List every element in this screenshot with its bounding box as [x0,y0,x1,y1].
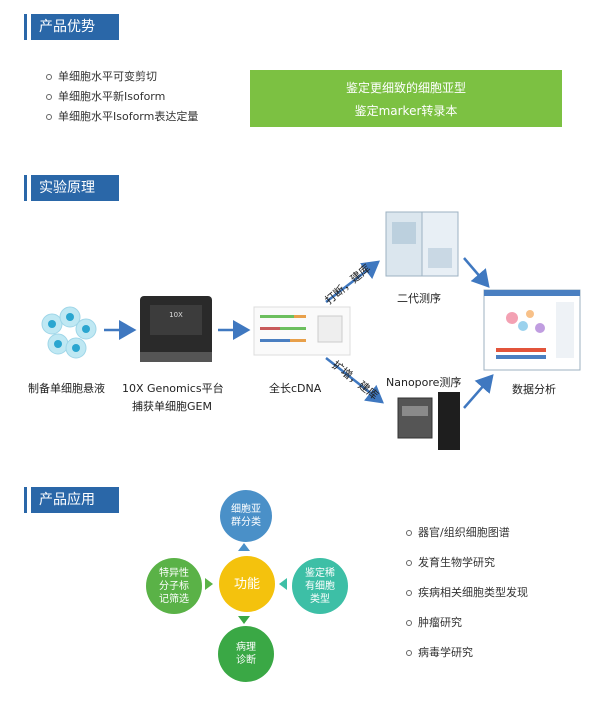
circle-marker-screening: 特异性分子标记筛选 [146,558,202,614]
circle-pathology-diagnosis: 病理诊断 [218,626,274,682]
function-arrows [205,543,287,624]
advantage-item: 单细胞水平Isoform表达定量 [46,107,198,127]
nanopore-device-icon [397,392,460,450]
circle-subpopulation: 细胞亚群分类 [220,490,272,542]
analysis-label: 数据分析 [512,383,556,396]
application-item: 发育生物学研究 [406,553,528,583]
svg-text:10X: 10X [169,311,183,319]
section-header-principle: 实验原理 [24,175,119,201]
circle-text: 细胞亚 [231,504,261,515]
circle-text: 记筛选 [159,593,189,605]
circle-text: 类型 [310,593,330,605]
application-item: 疾病相关细胞类型发现 [406,583,528,613]
step-10x-label: 10X Genomics平台 [122,382,224,395]
ngs-sequencer-icon [385,211,459,277]
workflow-arrows [104,257,494,409]
circle-text: 有细胞 [305,580,335,592]
highlight-line: 鉴定更细致的细胞亚型 [345,80,466,95]
application-list: 器官/组织细胞图谱 发育生物学研究 疾病相关细胞类型发现 肿瘤研究 病毒学研究 [406,523,528,673]
cdna-panel-icon [253,306,351,356]
step-cdna-label: 全长cDNA [269,382,322,395]
section-header-advantages: 产品优势 [24,14,119,40]
advantage-item: 单细胞水平新Isoform [46,87,198,107]
circle-text: 诊断 [236,655,256,666]
nanopore-label: Nanopore测序 [386,376,462,389]
circle-text: 特异性 [159,567,189,579]
application-item: 器官/组织细胞图谱 [406,523,528,553]
step-gem-label: 捕获单细胞GEM [132,400,212,413]
circle-rare-cell-types: 鉴定稀有细胞类型 [292,558,348,614]
step-cell-suspension-label: 制备单细胞悬液 [28,382,105,395]
advantage-list: 单细胞水平可变剪切 单细胞水平新Isoform 单细胞水平Isoform表达定量 [46,67,198,127]
circle-function-center: 功能 [219,556,275,612]
circle-text: 鉴定稀 [305,567,335,579]
cell-suspension-icon [41,306,97,359]
section-header-applications: 产品应用 [24,487,119,513]
application-item: 病毒学研究 [406,643,528,673]
10x-chromium-instrument-icon: 10X [140,296,212,362]
advantage-item: 单细胞水平可变剪切 [46,67,198,87]
circle-text: 分子标 [159,580,189,592]
highlight-line: 鉴定marker转录本 [354,103,458,118]
circle-text: 群分类 [231,517,261,528]
ngs-label: 二代测序 [397,292,441,305]
advantage-highlight-box: 鉴定更细致的细胞亚型 鉴定marker转录本 [250,70,562,127]
application-item: 肿瘤研究 [406,613,528,643]
data-analysis-screenshot-icon [483,289,581,371]
circle-text: 病理 [236,642,256,653]
